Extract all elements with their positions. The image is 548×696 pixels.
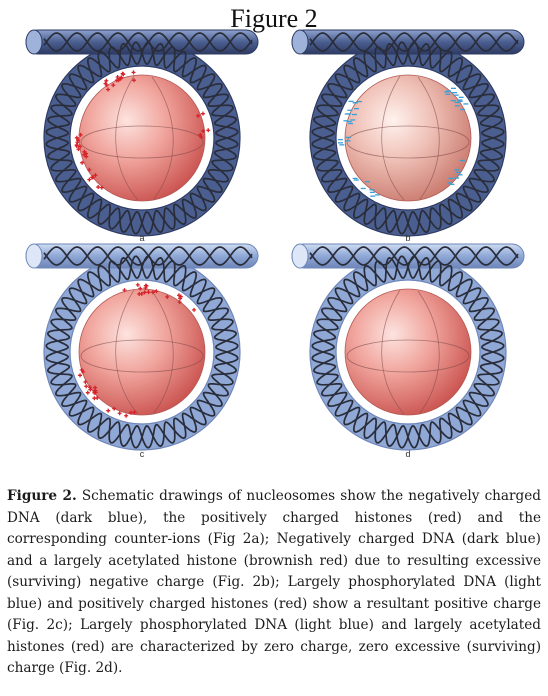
histone-meridian-line bbox=[115, 289, 139, 415]
positive-charge-mark bbox=[87, 385, 92, 390]
positive-charge-mark bbox=[84, 384, 89, 389]
positive-charge-mark bbox=[80, 160, 85, 165]
positive-charge-mark bbox=[87, 177, 92, 182]
positive-charge-mark bbox=[83, 379, 88, 384]
dna-tube-end bbox=[25, 243, 43, 269]
dna-ring bbox=[309, 253, 507, 451]
positive-charge-mark bbox=[131, 78, 136, 83]
positive-charge-mark bbox=[106, 87, 111, 92]
histone-sphere bbox=[344, 288, 472, 416]
positive-charge-mark bbox=[104, 83, 109, 88]
panel-label-d: d bbox=[405, 449, 410, 459]
positive-charge-mark bbox=[132, 410, 137, 415]
positive-charge-mark bbox=[198, 132, 203, 137]
positive-charge-mark bbox=[118, 76, 123, 81]
positive-charge-mark bbox=[74, 135, 79, 140]
positive-charge-mark bbox=[131, 70, 136, 75]
histone-equator-line bbox=[346, 125, 470, 159]
positive-charge-mark bbox=[201, 128, 206, 133]
dna-tube-end bbox=[25, 29, 43, 55]
positive-charge-mark bbox=[150, 290, 155, 295]
positive-charge-mark bbox=[146, 290, 151, 295]
dna-ring bbox=[43, 253, 241, 451]
dna-ring-helix-strand bbox=[45, 255, 239, 449]
positive-charge-mark bbox=[74, 143, 79, 148]
positive-charge-mark bbox=[121, 72, 126, 77]
positive-charge-mark bbox=[85, 390, 90, 395]
positive-charge-mark bbox=[106, 408, 111, 413]
histone-equator-line bbox=[80, 339, 204, 373]
histone-meridian-line bbox=[151, 290, 174, 414]
nucleosome-panel-d: d bbox=[291, 243, 525, 459]
positive-charge-mark bbox=[84, 154, 89, 159]
positive-charge-mark bbox=[142, 290, 147, 295]
positive-charge-mark bbox=[117, 411, 122, 416]
positive-charge-mark bbox=[82, 149, 87, 154]
histone-meridian-line bbox=[381, 75, 405, 201]
positive-charge-mark bbox=[111, 83, 116, 88]
positive-charge-mark bbox=[76, 147, 81, 152]
positive-charge-mark bbox=[80, 369, 85, 374]
dna-tube-end bbox=[291, 29, 309, 55]
positive-charge-mark bbox=[138, 286, 143, 291]
positive-charge-mark bbox=[104, 78, 109, 83]
histone-sphere bbox=[344, 74, 472, 202]
histone-meridian-line bbox=[151, 76, 174, 200]
dna-ring-helix-strand bbox=[45, 41, 239, 235]
positive-charge-mark bbox=[178, 294, 183, 299]
figure-caption: Figure 2. Schematic drawings of nucleoso… bbox=[7, 486, 541, 680]
dna-ring-helix-strand bbox=[311, 255, 505, 449]
nucleosome-panel-a: a bbox=[25, 29, 259, 243]
positive-charge-mark bbox=[92, 396, 97, 401]
nucleosome-panel-c: c bbox=[25, 243, 259, 459]
positive-charge-mark bbox=[196, 113, 201, 118]
positive-charge-mark bbox=[87, 167, 92, 172]
positive-charge-mark bbox=[90, 175, 95, 180]
histone-sphere bbox=[78, 288, 206, 416]
dna-ring bbox=[43, 39, 241, 237]
histone-meridian-line bbox=[115, 75, 139, 201]
positive-charge-mark bbox=[115, 75, 120, 80]
nucleosome-diagram: a b c d bbox=[25, 29, 525, 459]
histone-meridian-line bbox=[417, 290, 440, 414]
positive-charge-mark bbox=[124, 413, 129, 418]
panel-label-b: b bbox=[405, 233, 410, 243]
positive-charge-mark bbox=[93, 385, 98, 390]
figure-title: Figure 2 bbox=[230, 4, 318, 33]
nucleosome-panel-b: b bbox=[291, 29, 525, 243]
positive-charge-mark bbox=[128, 410, 133, 415]
positive-charge-mark bbox=[192, 307, 197, 312]
positive-charge-mark bbox=[93, 173, 98, 178]
positive-charge-mark bbox=[177, 300, 182, 305]
positive-charge-mark bbox=[154, 289, 159, 294]
dna-ring-helix-strand bbox=[311, 41, 505, 235]
histone-meridian-line bbox=[417, 76, 440, 200]
positive-charge-mark bbox=[200, 111, 205, 116]
caption-label: Figure 2. bbox=[7, 488, 77, 504]
positive-charge-mark bbox=[78, 373, 83, 378]
positive-charge-mark bbox=[112, 406, 117, 411]
positive-charge-mark bbox=[114, 78, 119, 83]
histone-equator-line bbox=[80, 125, 204, 159]
positive-charge-mark bbox=[122, 288, 127, 293]
histone-meridian-line bbox=[381, 289, 405, 415]
caption-text: Schematic drawings of nucleosomes show t… bbox=[7, 488, 541, 676]
histone-equator-line bbox=[346, 339, 470, 373]
positive-charge-mark bbox=[99, 185, 104, 190]
dna-tube-end bbox=[291, 243, 309, 269]
positive-charge-mark bbox=[76, 138, 81, 143]
positive-charge-mark bbox=[135, 282, 140, 287]
positive-charge-mark bbox=[137, 291, 142, 296]
panel-label-a: a bbox=[139, 233, 144, 243]
positive-charge-mark bbox=[96, 185, 101, 190]
dna-ring bbox=[309, 39, 507, 237]
histone-sphere bbox=[78, 74, 206, 202]
positive-charge-mark bbox=[199, 135, 204, 140]
positive-charge-mark bbox=[144, 283, 149, 288]
panel-label-c: c bbox=[140, 449, 145, 459]
positive-charge-mark bbox=[206, 128, 211, 133]
positive-charge-mark bbox=[165, 294, 170, 299]
positive-charge-mark bbox=[78, 132, 83, 137]
